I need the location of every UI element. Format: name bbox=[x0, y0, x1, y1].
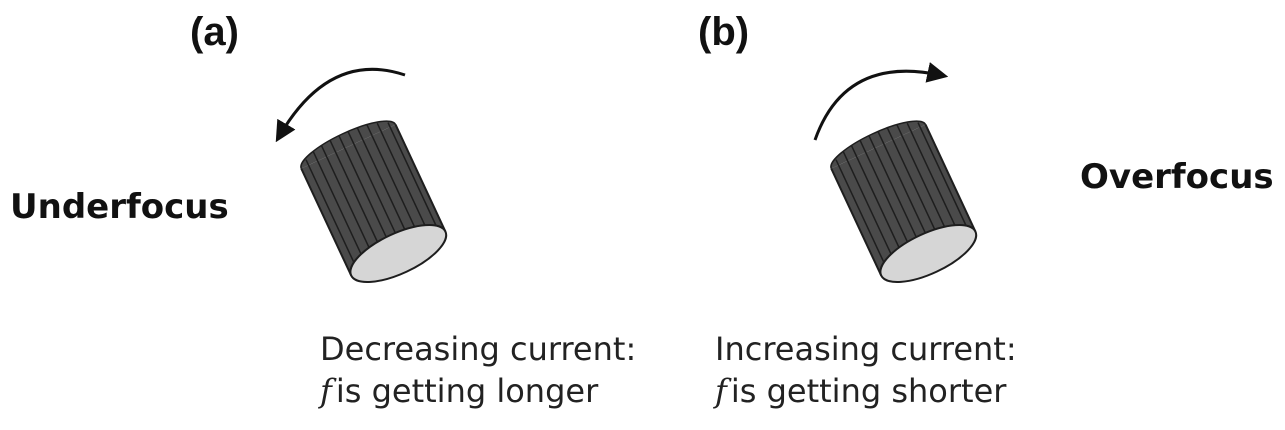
panel-b-knob-diagram bbox=[813, 62, 978, 283]
panel-a-label: (a) bbox=[190, 10, 239, 54]
panel-b-caption-line1: Increasing current: bbox=[715, 330, 1017, 368]
curved-arrow-clockwise-icon bbox=[813, 62, 949, 141]
focus-knob-b bbox=[830, 120, 978, 283]
focal-length-symbol: f bbox=[320, 372, 332, 410]
overfocus-label: Overfocus bbox=[1080, 157, 1274, 197]
focus-knob-a bbox=[300, 120, 448, 283]
panel-b-label: (b) bbox=[698, 10, 750, 54]
panel-a-knob-diagram bbox=[275, 67, 448, 283]
curved-arrow-counterclockwise-icon bbox=[275, 67, 406, 143]
underfocus-label: Underfocus bbox=[10, 187, 229, 227]
panel-a-caption-line1: Decreasing current: bbox=[320, 330, 637, 368]
focal-length-symbol: f bbox=[715, 372, 727, 410]
